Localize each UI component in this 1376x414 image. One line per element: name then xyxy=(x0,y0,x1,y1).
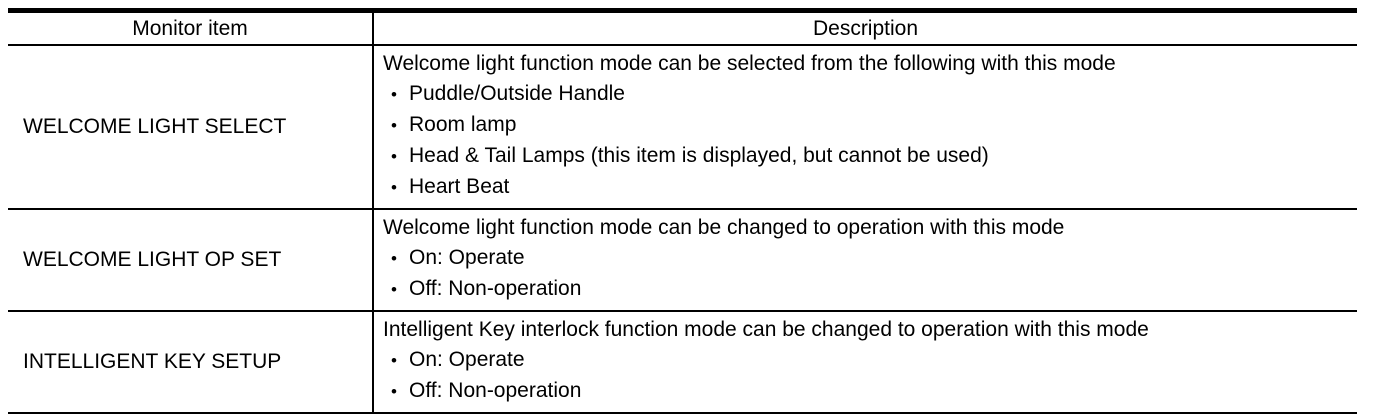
monitor-item-table: Monitor item Description WELCOME LIGHT S… xyxy=(8,8,1357,414)
monitor-item-welcome-light-op-set: WELCOME LIGHT OP SET xyxy=(8,208,373,311)
description-cell: Welcome light function mode can be chang… xyxy=(372,208,1357,311)
bullet-icon: • xyxy=(391,280,397,299)
table-row: WELCOME LIGHT SELECT Welcome light funct… xyxy=(8,44,1357,209)
bullet-text: On: Operate xyxy=(409,246,525,269)
bullet-icon: • xyxy=(391,249,397,268)
column-header-monitor-item: Monitor item xyxy=(8,10,373,46)
bullet-icon: • xyxy=(391,147,397,166)
bullet-text: Room lamp xyxy=(409,113,517,136)
monitor-item-intelligent-key-setup: INTELLIGENT KEY SETUP xyxy=(8,310,373,414)
bullet-text: Off: Non-operation xyxy=(409,379,582,402)
bullet-item: • On: Operate xyxy=(383,243,1347,274)
description-cell: Intelligent Key interlock function mode … xyxy=(372,310,1357,414)
description-text: Welcome light function mode can be selec… xyxy=(383,52,1116,75)
description-cell: Welcome light function mode can be selec… xyxy=(372,44,1357,209)
bullet-item: • Off: Non-operation xyxy=(383,274,1347,305)
bullet-icon: • xyxy=(391,178,397,197)
bullet-item: • Heart Beat xyxy=(383,172,1347,203)
bullet-text: Puddle/Outside Handle xyxy=(409,82,625,105)
monitor-item-welcome-light-select: WELCOME LIGHT SELECT xyxy=(8,44,373,209)
bullet-item: • Room lamp xyxy=(383,110,1347,141)
bullet-text: Heart Beat xyxy=(409,175,510,198)
column-header-description: Description xyxy=(372,10,1357,46)
bullet-text: Off: Non-operation xyxy=(409,277,582,300)
table-row: WELCOME LIGHT OP SET Welcome light funct… xyxy=(8,208,1357,311)
bullet-item: • Puddle/Outside Handle xyxy=(383,79,1347,110)
bullet-icon: • xyxy=(391,85,397,104)
bullet-item: • Head & Tail Lamps (this item is displa… xyxy=(383,141,1347,172)
bullet-text: On: Operate xyxy=(409,348,525,371)
bullet-icon: • xyxy=(391,382,397,401)
bullet-item: • On: Operate xyxy=(383,345,1347,376)
bullet-item: • Off: Non-operation xyxy=(383,376,1347,407)
description-text: Welcome light function mode can be chang… xyxy=(383,216,1065,239)
table-header-row: Monitor item Description xyxy=(8,10,1357,46)
description-text: Intelligent Key interlock function mode … xyxy=(383,318,1149,341)
bullet-icon: • xyxy=(391,116,397,135)
bullet-icon: • xyxy=(391,351,397,370)
bullet-text: Head & Tail Lamps (this item is displaye… xyxy=(409,144,989,167)
table-row: INTELLIGENT KEY SETUP Intelligent Key in… xyxy=(8,310,1357,414)
